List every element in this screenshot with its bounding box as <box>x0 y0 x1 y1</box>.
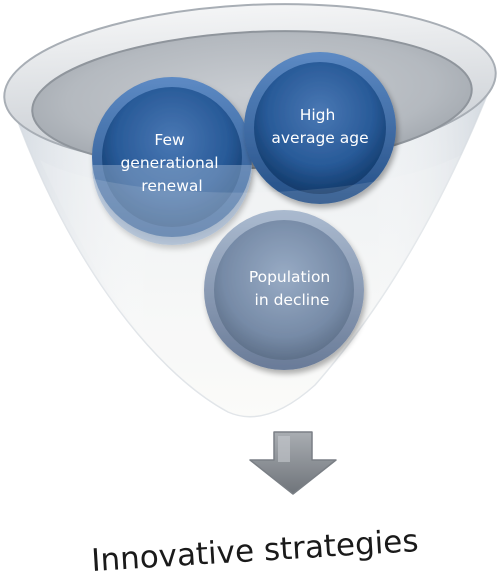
circle-population-decline-line-1: Population <box>249 268 330 286</box>
circle-average-age-fill <box>254 62 386 194</box>
circle-generational-renewal-line-2: generational <box>120 154 218 172</box>
circle-population-decline-line-2: in decline <box>255 291 330 309</box>
circle-population-decline: Population in decline <box>204 210 364 370</box>
circle-generational-renewal-line-1: Few <box>154 131 185 149</box>
circle-average-age: High average age <box>244 52 396 204</box>
circle-population-decline-label: Population in decline <box>249 268 335 309</box>
circle-average-age-label: High average age <box>271 106 368 147</box>
circle-generational-renewal-label: Few generational renewal <box>120 131 223 195</box>
circle-average-age-line-1: High <box>300 106 336 124</box>
circle-generational-renewal: Few generational renewal <box>92 77 252 245</box>
circle-generational-renewal-line-3: renewal <box>141 177 202 195</box>
circle-population-decline-fill <box>214 220 354 360</box>
outcome-label: Innovative strategies <box>90 523 419 579</box>
down-arrow-icon <box>249 431 337 495</box>
funnel-glass-overlay <box>40 150 470 417</box>
circle-average-age-line-2: average age <box>271 129 368 147</box>
